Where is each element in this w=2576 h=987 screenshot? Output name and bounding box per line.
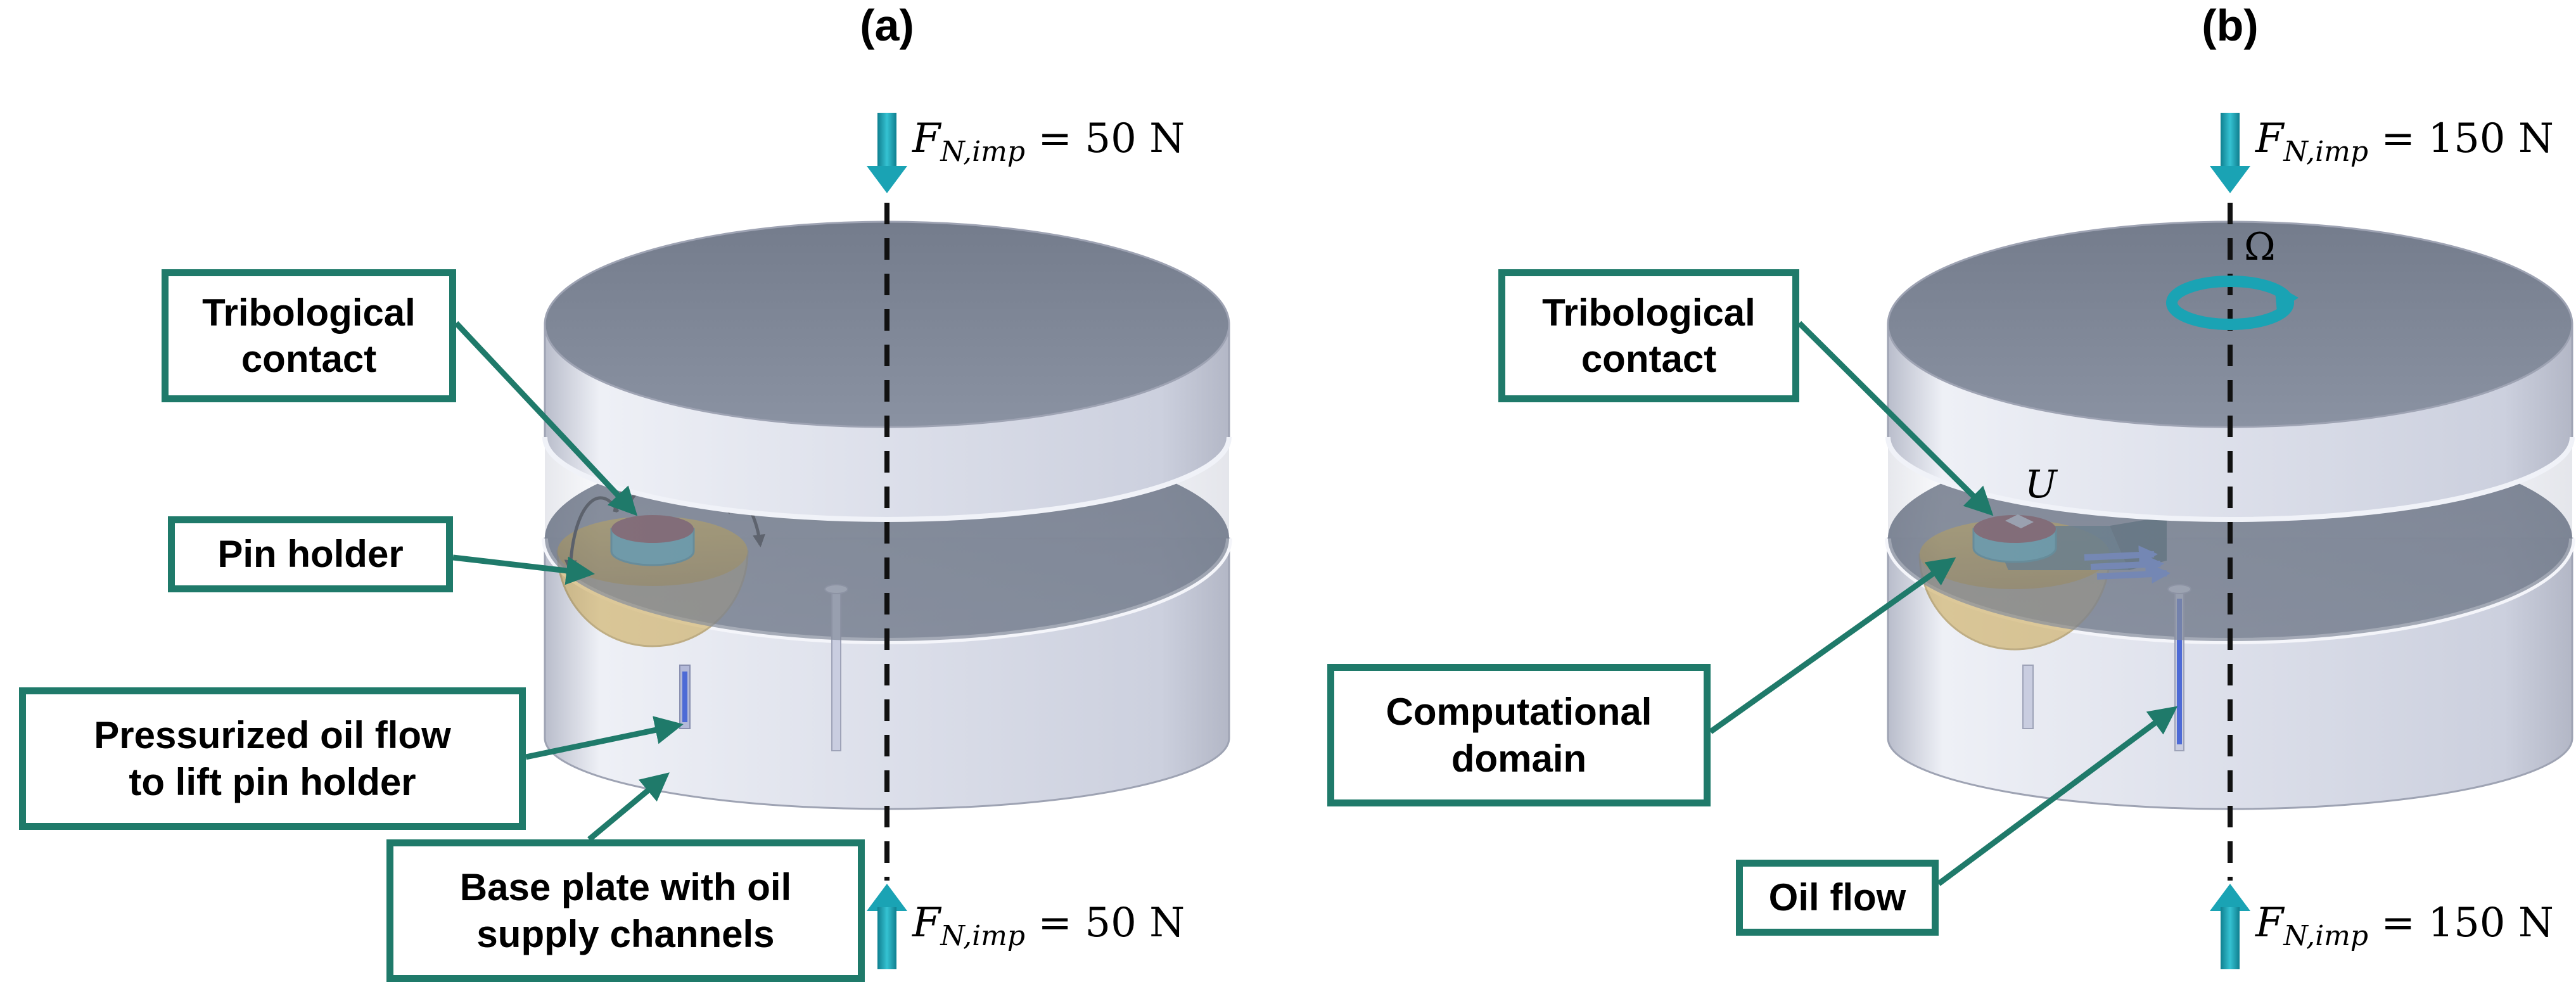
panel-a-assembly bbox=[542, 113, 1232, 969]
callout-tribological-contact-a: Tribological contact bbox=[162, 269, 456, 402]
force-subscript: N,imp bbox=[2283, 136, 2369, 168]
callout-computational-domain: Computational domain bbox=[1327, 664, 1711, 806]
panel-b-rotation-arrow bbox=[2166, 276, 2299, 330]
force-subscript: N,imp bbox=[2283, 920, 2369, 952]
rotation-omega-label: Ω bbox=[2244, 225, 2276, 269]
force-subscript: N,imp bbox=[940, 136, 1026, 168]
callout-oil-flow: Oil flow bbox=[1736, 860, 1939, 936]
panel-a-force-arrow-bottom bbox=[867, 884, 907, 969]
panel-b-assembly bbox=[1885, 113, 2575, 969]
velocity-u-label: U bbox=[2025, 462, 2057, 507]
force-subscript: N,imp bbox=[940, 920, 1026, 952]
panel-b-force-arrow-bottom bbox=[2210, 884, 2250, 969]
force-symbol: F bbox=[912, 115, 941, 162]
panel-a-connectors bbox=[452, 321, 684, 842]
panel-a-force-bottom-label: FN,imp = 50 N bbox=[912, 900, 1185, 952]
force-value: = 150 N bbox=[2381, 115, 2554, 162]
panel-b-connectors bbox=[1709, 321, 2178, 886]
callout-base-plate: Base plate with oil supply channels bbox=[386, 839, 865, 982]
callout-tribological-contact-b: Tribological contact bbox=[1498, 269, 1799, 402]
force-symbol: F bbox=[2255, 900, 2284, 946]
force-value: = 150 N bbox=[2381, 900, 2554, 946]
force-value: = 50 N bbox=[1038, 900, 1185, 946]
panel-a-label: (a) bbox=[860, 1, 914, 50]
force-value: = 50 N bbox=[1038, 115, 1185, 162]
force-symbol: F bbox=[912, 900, 941, 946]
callout-pressurized-oil-flow: Pressurized oil flow to lift pin holder bbox=[19, 687, 526, 830]
panel-b-force-arrow-top bbox=[2210, 113, 2250, 193]
force-symbol: F bbox=[2255, 115, 2284, 162]
panel-b-force-bottom-label: FN,imp = 150 N bbox=[2255, 900, 2554, 952]
panel-a-force-top-label: FN,imp = 50 N bbox=[912, 115, 1185, 168]
panel-b-label: (b) bbox=[2202, 1, 2259, 50]
callout-pin-holder: Pin holder bbox=[168, 516, 453, 592]
panel-b-force-top-label: FN,imp = 150 N bbox=[2255, 115, 2554, 168]
panel-a-force-arrow-top bbox=[867, 113, 907, 193]
